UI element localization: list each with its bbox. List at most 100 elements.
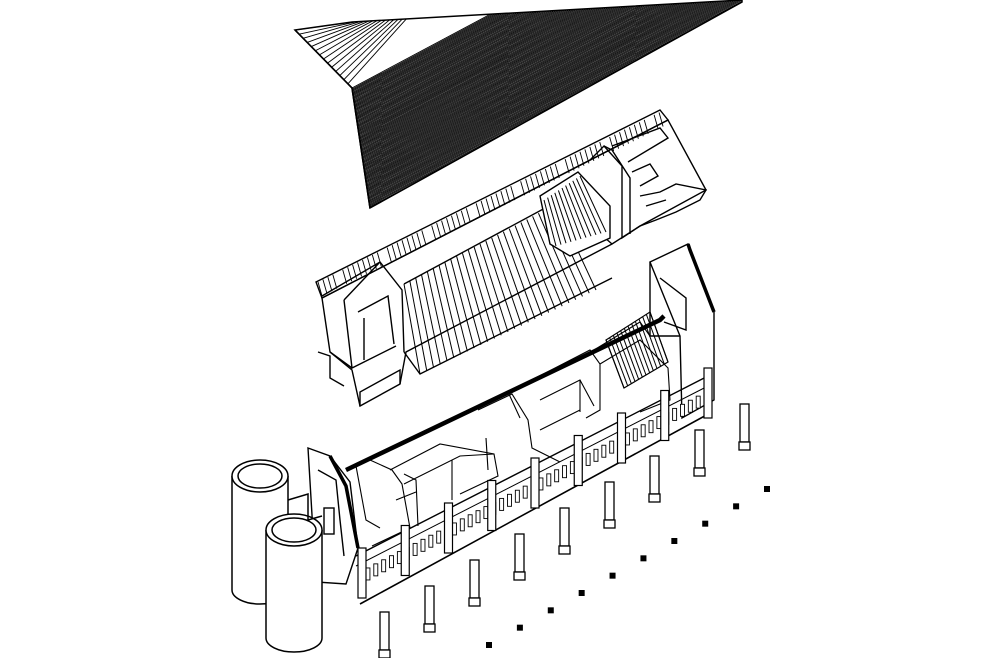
upper-wall-batten	[465, 208, 471, 223]
column-shaft	[424, 585, 435, 625]
roof-hatch-line	[363, 0, 742, 164]
facade-window	[695, 395, 701, 409]
roof-ridge	[294, 29, 371, 209]
roof-hatch-line	[355, 0, 742, 113]
ground-inner-stair	[605, 311, 669, 389]
roof-hatch-line	[367, 0, 742, 196]
roof-hatch-line	[357, 0, 742, 126]
column-base	[423, 623, 436, 633]
facade-window	[562, 465, 567, 479]
inner-stair-tread	[631, 323, 651, 374]
facade-window	[672, 407, 678, 421]
column-base	[693, 467, 706, 477]
silo-front	[265, 513, 323, 653]
stair-tread	[508, 228, 543, 317]
stair-tread	[497, 234, 529, 323]
bleacher-row	[579, 175, 607, 233]
upper-wall-batten	[327, 276, 333, 292]
stair-tread	[415, 277, 435, 368]
roof-hatch-line	[364, 0, 742, 174]
roof-hatch-line	[352, 0, 742, 95]
upper-wall-batten	[500, 190, 506, 206]
stair-tread	[514, 225, 550, 313]
upper-wall-batten	[411, 235, 417, 250]
roof-hatch-line	[362, 0, 742, 159]
stair-tread	[502, 231, 536, 320]
roof-hatch-line	[364, 0, 742, 172]
upper-wall-batten	[510, 186, 516, 201]
roof-hatch-line	[360, 0, 742, 149]
facade-window	[546, 473, 552, 487]
inner-stair-tread	[620, 330, 640, 380]
facade-window	[648, 420, 654, 434]
upper-wall-batten	[322, 279, 328, 294]
roof-hatch-line	[351, 0, 742, 89]
bleacher-row	[565, 185, 587, 238]
column	[513, 533, 526, 581]
roof-hatch-line	[359, 0, 742, 139]
inner-stair-tread	[638, 318, 658, 369]
column-base	[738, 441, 751, 451]
upper-floor-slab	[321, 119, 707, 408]
roof-hatch-line	[367, 0, 742, 194]
roof-hatch-line	[364, 0, 742, 171]
roof-hatch-line	[361, 0, 742, 154]
roof-hatch-line	[354, 0, 742, 109]
upper-wall-batten	[505, 188, 511, 203]
roof-hatch-line	[365, 0, 742, 182]
stair-tread	[538, 213, 577, 300]
inner-stair-tread	[634, 321, 654, 371]
roof-hatch-line	[351, 0, 742, 90]
facade-window	[680, 403, 685, 417]
roof-hatch-line	[365, 0, 742, 181]
roof-hatch-line	[361, 0, 742, 153]
roof-hatch-line	[354, 0, 742, 107]
upper-wall-batten	[653, 114, 659, 130]
upper-wall-batten	[485, 198, 491, 213]
roof-gable-hatch-line	[307, 20, 365, 43]
ground-inner-stair-outline	[605, 311, 669, 389]
roof-hatch-line	[359, 0, 742, 140]
column-shaft	[379, 611, 390, 651]
roof-hatch-line	[366, 0, 742, 187]
facade-window	[459, 518, 465, 532]
upper-wall-batten	[455, 213, 461, 228]
stair-tread	[409, 280, 428, 371]
roof-hatch-line	[358, 0, 742, 133]
roof-hatch-line	[353, 0, 742, 100]
bleacher-row	[550, 195, 567, 244]
roof-hatch-line	[367, 0, 742, 190]
column	[603, 481, 616, 529]
column-base	[648, 493, 661, 503]
roof-hatch-line	[357, 0, 742, 128]
roof-hatch-line	[355, 0, 742, 112]
ground-floor-layer	[307, 243, 716, 605]
roof-hatch-line	[368, 0, 742, 199]
stair-tread	[421, 274, 441, 365]
stair-tread	[532, 216, 570, 304]
upper-wall-batten	[386, 247, 392, 262]
roof-gable-hatch-line	[331, 19, 390, 68]
stair-tread	[526, 219, 563, 307]
facade-pilaster	[530, 457, 540, 509]
upper-wall-batten	[490, 195, 496, 211]
column-shaft	[514, 533, 525, 573]
roof-hatch-line	[363, 0, 742, 167]
bleacher-row	[572, 180, 597, 235]
roof-hatch-line	[363, 0, 742, 165]
roof-hatch-line	[358, 0, 742, 134]
roof-hatch-line	[358, 0, 742, 131]
roof-hatch-line	[352, 0, 742, 92]
roof-hatch-line	[358, 0, 742, 136]
footing	[547, 607, 554, 614]
upper-left-room	[317, 261, 405, 406]
facade-window	[373, 563, 379, 577]
column-shaft	[469, 559, 480, 599]
upper-wall-batten	[658, 112, 664, 127]
upper-wall-batten	[436, 222, 442, 238]
roof-hatch-line	[354, 0, 742, 106]
roof-gable-hatch-line	[343, 18, 403, 81]
upper-right-steps	[611, 127, 708, 227]
inner-stair-tread	[616, 332, 636, 382]
